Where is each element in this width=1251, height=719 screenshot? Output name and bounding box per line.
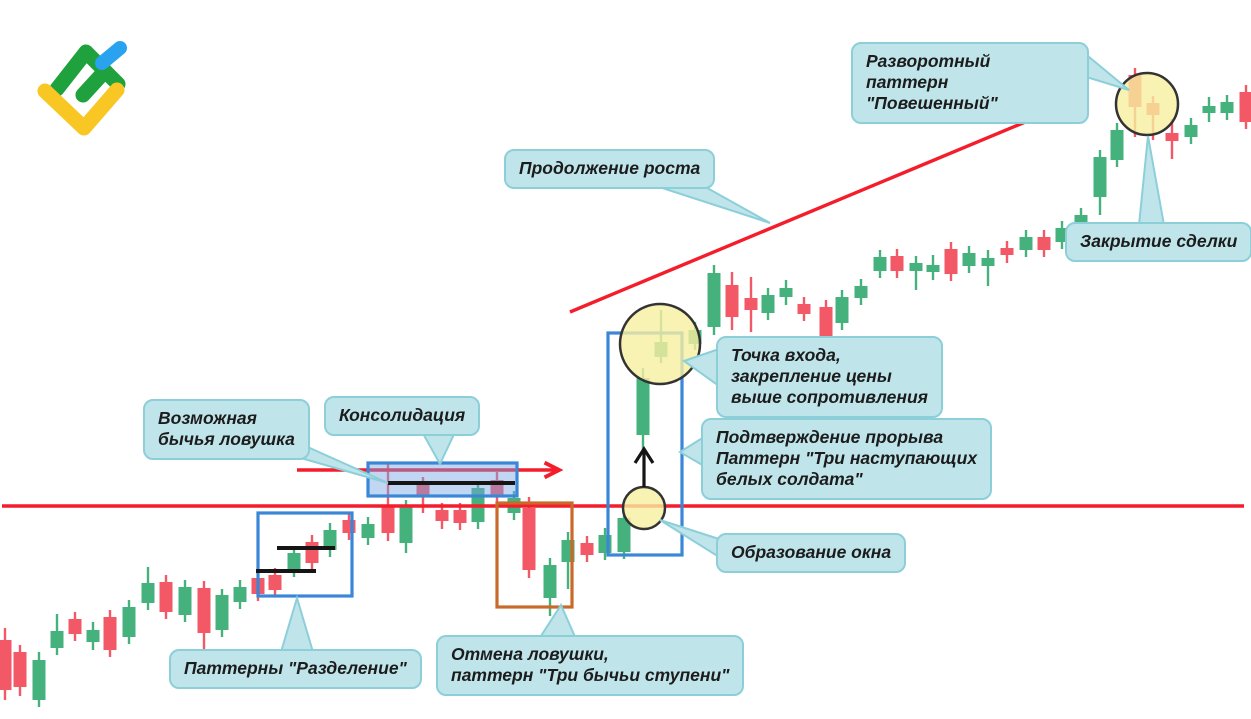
candle-body — [287, 553, 301, 570]
candle-body — [323, 530, 337, 550]
candle-body — [159, 582, 173, 612]
candle-body — [1000, 248, 1014, 255]
callout-trade-close: Закрытие сделки — [1065, 222, 1251, 262]
candle-body — [926, 265, 940, 272]
callout-trap-cancel: Отмена ловушки, паттерн "Три бычьи ступе… — [436, 635, 745, 696]
candle-body — [1202, 106, 1216, 113]
candle-body — [725, 285, 739, 317]
trap-cancel-box — [495, 501, 574, 609]
candle-body — [890, 256, 904, 271]
candle-body — [305, 542, 319, 563]
callout-tail-continuation — [649, 183, 771, 224]
candle-body — [819, 307, 833, 340]
candle-body — [103, 617, 117, 650]
callout-separation-patterns: Паттерны "Разделение" — [169, 649, 422, 689]
candle-body — [416, 485, 430, 497]
candle-body — [962, 253, 976, 266]
candle-body — [797, 304, 811, 314]
candle-body — [1019, 237, 1033, 250]
candle-body — [381, 505, 395, 533]
candle-body — [761, 295, 775, 313]
candle-body — [50, 631, 64, 648]
candle-body — [68, 619, 82, 634]
callout-tail-trap_cancel — [537, 602, 578, 640]
callout-window-formation: Образование окна — [716, 533, 907, 573]
candle-body — [233, 587, 247, 602]
candle-body — [215, 595, 229, 630]
callout-possible-bull-trap: Возможная бычья ловушка — [143, 399, 310, 460]
candle-body — [1110, 130, 1124, 160]
callout-consolidation: Консолидация — [324, 396, 481, 436]
candle-body — [981, 258, 995, 266]
candle-body — [779, 288, 793, 297]
candle-body — [1037, 237, 1051, 250]
up-arrowhead-icon — [633, 446, 655, 464]
candle-body — [1093, 157, 1107, 197]
candle-body — [1239, 92, 1251, 122]
candle-body — [86, 630, 100, 642]
callout-hanging-man-pattern: Разворотный паттерн "Повешенный" — [851, 42, 1089, 124]
candle-body — [141, 583, 155, 603]
window-circle — [621, 485, 667, 531]
candle-body — [32, 660, 46, 700]
logo-yellow-chevron-icon — [37, 82, 125, 136]
candle-body — [1220, 102, 1234, 113]
candle-body — [122, 607, 136, 637]
candle-body — [744, 298, 758, 310]
callout-tail-separation — [279, 594, 315, 653]
callout-entry-point: Точка входа, закрепление цены выше сопро… — [716, 336, 943, 418]
uptrend-arrow — [569, 100, 1078, 314]
callout-continuation-of-growth: Продолжение роста — [504, 149, 716, 189]
entry-point-circle — [618, 302, 702, 386]
candle-body — [435, 510, 449, 521]
separation-pattern-box — [256, 511, 354, 598]
candle-body — [399, 507, 413, 543]
candles — [0, 68, 1251, 707]
candle-body — [1165, 133, 1179, 141]
candle-body — [197, 588, 211, 633]
callout-tail-hanged_man — [1082, 49, 1130, 91]
candle-body — [1184, 125, 1198, 137]
candle-body — [453, 510, 467, 523]
candle-body — [636, 378, 650, 435]
consolidation-box — [366, 461, 519, 498]
callout-tail-close — [1137, 135, 1166, 226]
candle-body — [361, 524, 375, 538]
candle-body — [873, 257, 887, 271]
callout-tail-window — [659, 519, 720, 559]
liteforex-logo — [37, 41, 127, 136]
candle-body — [944, 249, 958, 274]
candle-body — [543, 565, 557, 598]
candle-body — [617, 518, 631, 552]
candle-body — [580, 543, 594, 555]
candle-body — [268, 575, 282, 590]
candle-body — [909, 263, 923, 271]
candle-body — [707, 273, 721, 327]
candle-body — [178, 587, 192, 615]
candle-body — [522, 508, 536, 570]
hanging-man-circle — [1114, 71, 1180, 137]
candle-body — [835, 297, 849, 323]
candle-body — [854, 286, 868, 298]
candle-body — [0, 640, 12, 690]
logo-green-tick-icon — [75, 63, 113, 103]
callout-breakout-confirmation: Подтверждение прорыва Паттерн "Три насту… — [701, 418, 993, 500]
logo-blue-dash-icon — [95, 41, 127, 70]
candle-body — [13, 652, 27, 687]
